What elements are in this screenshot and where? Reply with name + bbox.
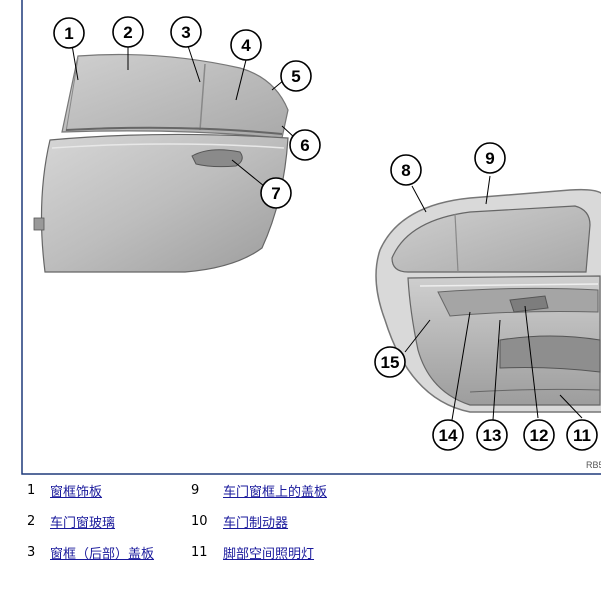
exterior-door-body [40, 133, 289, 273]
leader-lines [71, 44, 583, 421]
callout-label: 8 [401, 161, 410, 180]
callout-circle [523, 419, 555, 451]
legend-link[interactable]: 车门制动器 [223, 515, 289, 531]
callout-label: 14 [439, 426, 458, 445]
callout-12: 12 [523, 419, 555, 451]
callout-circle [432, 419, 464, 451]
callout-label: 12 [530, 426, 549, 445]
legend-link[interactable]: 窗框饰板 [50, 484, 103, 500]
callout-circle [112, 16, 144, 48]
callout-label: 7 [271, 184, 280, 203]
callout-11: 11 [566, 419, 598, 451]
exterior-door [33, 53, 289, 273]
callout-circle [260, 177, 292, 209]
callout-circle [230, 29, 262, 61]
callout-8: 8 [390, 154, 422, 186]
callout-15: 15 [374, 346, 406, 378]
callout-circle [170, 16, 202, 48]
callout-2: 2 [112, 16, 144, 48]
callout-3: 3 [170, 16, 202, 48]
callout-label: 9 [485, 149, 494, 168]
exterior-door-handle [191, 149, 243, 168]
callout-circle [289, 129, 321, 161]
callout-6: 6 [289, 129, 321, 161]
callout-label: 15 [381, 353, 400, 372]
callout-label: 6 [300, 136, 309, 155]
callout-label: 3 [181, 23, 190, 42]
interior-door [375, 188, 601, 413]
image-code: RB5 [586, 460, 601, 470]
callout-9: 9 [474, 142, 506, 174]
callout-circle [280, 60, 312, 92]
callout-label: 5 [291, 67, 300, 86]
callout-label: 2 [123, 23, 132, 42]
callout-13: 13 [476, 419, 508, 451]
callout-label: 11 [573, 426, 591, 445]
callout-circle [390, 154, 422, 186]
callout-circle [476, 419, 508, 451]
callout-circle [566, 419, 598, 451]
callout-circle [374, 346, 406, 378]
callout-circle [474, 142, 506, 174]
callout-7: 7 [260, 177, 292, 209]
legend-link[interactable]: 车门窗玻璃 [50, 515, 116, 531]
callout-circle [53, 17, 85, 49]
callout-label: 1 [64, 24, 73, 43]
callout-label: 4 [241, 36, 251, 55]
legend-link[interactable]: 脚部空间照明灯 [223, 546, 315, 562]
legend-link[interactable]: 窗框（后部）盖板 [50, 546, 155, 562]
callout-14: 14 [432, 419, 464, 451]
interior-door-handle [509, 295, 549, 313]
callout-1: 1 [53, 17, 85, 49]
callout-label: 13 [483, 426, 502, 445]
callout-5: 5 [280, 60, 312, 92]
legend-link[interactable]: 车门窗框上的盖板 [223, 484, 328, 500]
callout-4: 4 [230, 29, 262, 61]
interior-door-window [391, 205, 591, 273]
